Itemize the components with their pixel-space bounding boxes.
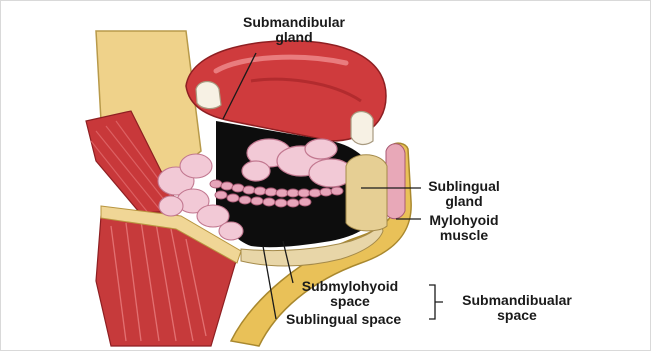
- label-submandibular-space: Submandibualar space: [447, 293, 587, 323]
- label-mylohyoid-muscle-line2: muscle: [421, 228, 507, 243]
- label-submandibular-space-line1: Submandibualar: [447, 293, 587, 308]
- label-submylohyoid-space-line2: space: [291, 294, 409, 309]
- submandibular-space-bracket: [429, 285, 443, 319]
- label-sublingual-gland-line2: gland: [421, 194, 507, 209]
- label-sublingual-gland-line1: Sublingual: [421, 179, 507, 194]
- tooth-left: [196, 82, 221, 109]
- label-mylohyoid-muscle: Mylohyoid muscle: [421, 213, 507, 243]
- tooth-right: [351, 112, 373, 145]
- label-sublingual-gland: Sublingual gland: [421, 179, 507, 209]
- label-submandibular-gland: Submandibular gland: [239, 15, 349, 45]
- label-sublingual-space: Sublingual space: [286, 312, 401, 327]
- label-submylohyoid-space-line1: Submylohyoid: [291, 279, 409, 294]
- label-submandibular-gland-line1: Submandibular: [239, 15, 349, 30]
- label-submandibular-gland-line2: gland: [239, 30, 349, 45]
- label-submylohyoid-space: Submylohyoid space: [291, 279, 409, 309]
- anterior-gland-column: [386, 144, 405, 219]
- anterior-gland-column-outer: [346, 155, 387, 231]
- label-mylohyoid-muscle-line1: Mylohyoid: [421, 213, 507, 228]
- label-submandibular-space-line2: space: [447, 308, 587, 323]
